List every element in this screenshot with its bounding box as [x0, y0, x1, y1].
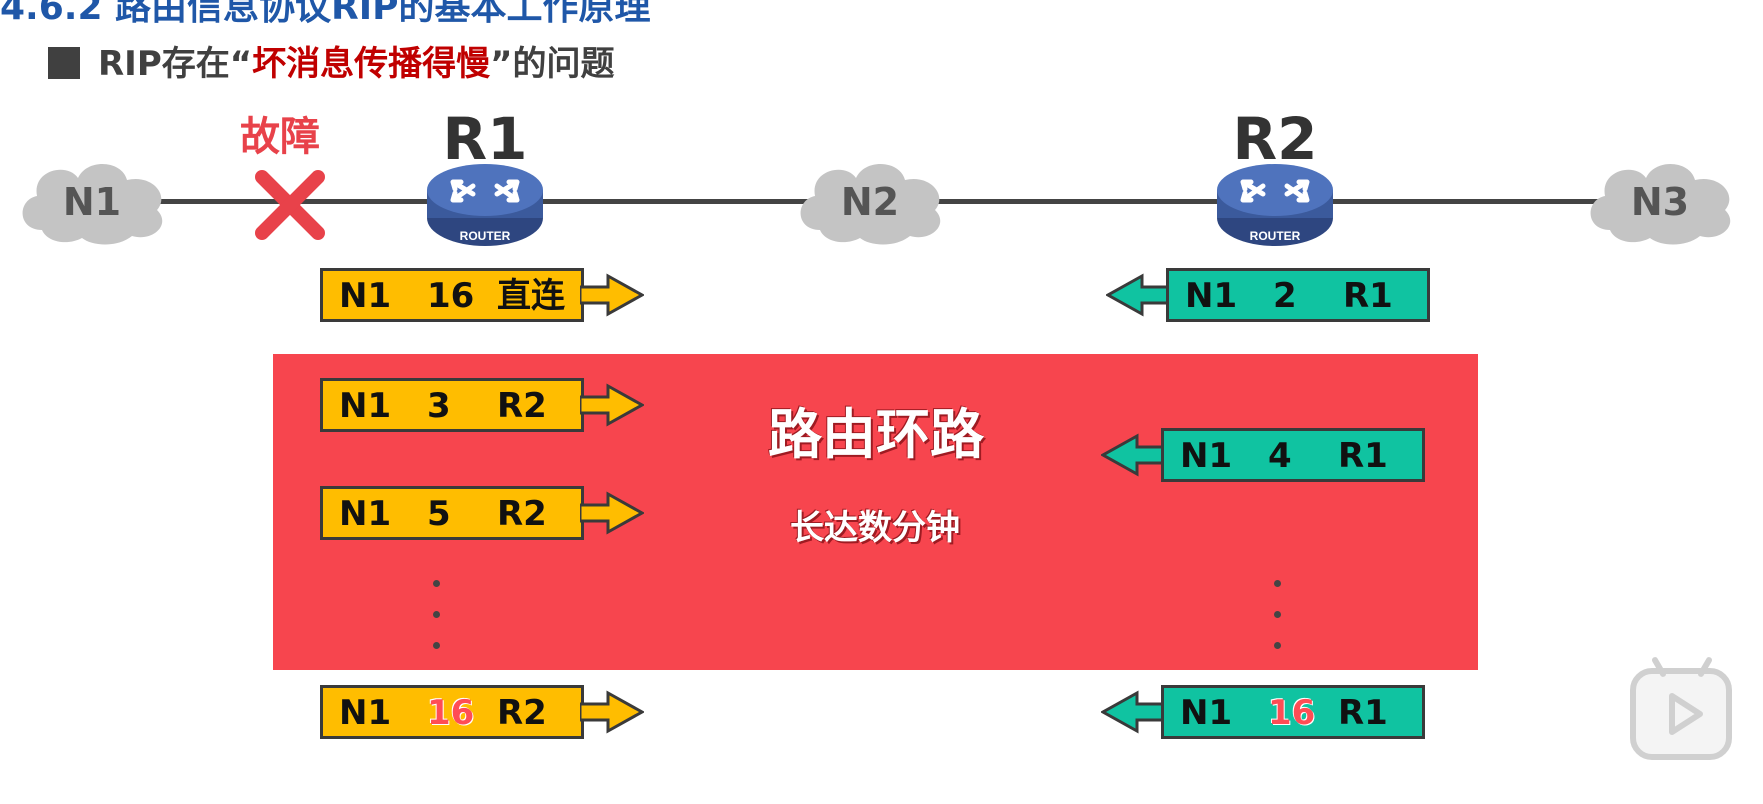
arrow-left-icon: [1106, 273, 1170, 317]
route-metric: 2: [1273, 276, 1297, 316]
route-metric: 16: [1268, 693, 1316, 733]
route-metric: 4: [1268, 436, 1292, 476]
router-r2-name: R2: [1232, 105, 1318, 173]
play-button[interactable]: [1630, 655, 1732, 760]
route-next-hop: R2: [497, 386, 547, 426]
page-header: 4.6.2 路由信息协议RIP的基本工作原理: [0, 0, 900, 28]
r2-route-box: N1 4 R1: [1161, 428, 1425, 482]
route-network: N1: [339, 386, 392, 426]
play-icon: [1669, 693, 1703, 735]
r2-route-box: N1 16 R1: [1161, 685, 1425, 739]
route-network: N1: [339, 276, 392, 316]
routing-loop-title: 路由环路: [768, 403, 984, 466]
fault-x-icon: [255, 170, 325, 240]
r1-route-box: N1 16 直连: [320, 268, 584, 322]
route-network: N1: [339, 494, 392, 534]
network-n3-label: N3: [1630, 180, 1690, 224]
r1-route-box: N1 16 R2: [320, 685, 584, 739]
arrow-right-icon: [580, 491, 644, 535]
route-next-hop: R1: [1338, 436, 1388, 476]
play-button-ear-left: [1650, 655, 1668, 679]
route-network: N1: [339, 693, 392, 733]
subtitle-suffix: ”的问题: [490, 44, 615, 84]
r1-route-box: N1 5 R2: [320, 486, 584, 540]
route-next-hop: R2: [497, 693, 547, 733]
routing-loop-duration: 长达数分钟: [790, 508, 960, 548]
route-next-hop: R2: [497, 494, 547, 534]
play-button-ear-right: [1696, 655, 1714, 679]
route-network: N1: [1180, 693, 1233, 733]
bullet-square-icon: [48, 47, 80, 79]
router-r1-name: R1: [442, 105, 528, 173]
r1-route-box: N1 3 R2: [320, 378, 584, 432]
arrow-left-icon: [1101, 690, 1165, 734]
router-r1-icon: ROUTER: [427, 164, 543, 246]
route-metric: 3: [427, 386, 451, 426]
slide-subtitle: RIP存在“坏消息传播得慢”的问题: [48, 36, 614, 85]
route-metric: 16: [427, 276, 475, 316]
router-r2-icon: ROUTER: [1217, 164, 1333, 246]
arrow-right-icon: [580, 383, 644, 427]
header-title: 4.6.2 路由信息协议RIP的基本工作原理: [0, 0, 651, 28]
arrow-right-icon: [580, 273, 644, 317]
fault-label: 故障: [240, 114, 320, 160]
network-n1-label: N1: [62, 180, 122, 224]
network-n2-label: N2: [840, 180, 900, 224]
route-next-hop: R1: [1338, 693, 1388, 733]
r1-ellipsis-dots: [431, 580, 441, 660]
subtitle-prefix: RIP存在“: [98, 44, 253, 84]
subtitle-highlight: 坏消息传播得慢: [252, 44, 491, 84]
route-metric: 5: [427, 494, 451, 534]
router-r2-badge: ROUTER: [1250, 229, 1301, 243]
network-n3-cloud: N3: [1580, 150, 1740, 250]
r2-route-box: N1 2 R1: [1166, 268, 1430, 322]
r2-ellipsis-dots: [1272, 580, 1282, 660]
route-next-hop: R1: [1343, 276, 1393, 316]
route-next-hop: 直连: [497, 276, 565, 316]
network-n1-cloud: N1: [12, 150, 172, 250]
route-network: N1: [1180, 436, 1233, 476]
arrow-right-icon: [580, 690, 644, 734]
route-network: N1: [1185, 276, 1238, 316]
router-r1-badge: ROUTER: [460, 229, 511, 243]
route-metric: 16: [427, 693, 475, 733]
network-n2-cloud: N2: [790, 150, 950, 250]
arrow-left-icon: [1101, 433, 1165, 477]
